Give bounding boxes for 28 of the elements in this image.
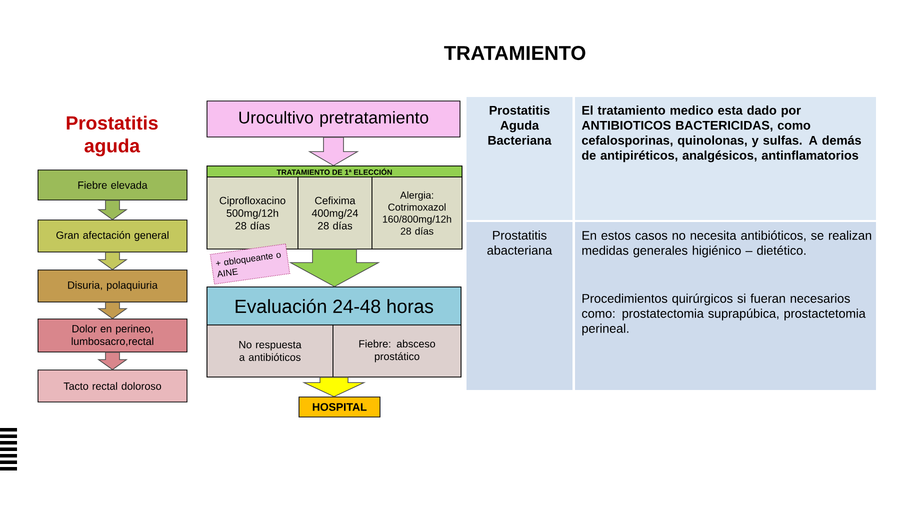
treatment-cell: Cefixima 400mg/24 28 días: [298, 176, 372, 250]
label: En estos casos no necesita antibióticos, se realizan medidas generales higiénico – dietético.: [582, 230, 872, 258]
block-arrow: [288, 249, 380, 288]
block-arrow: [308, 137, 359, 166]
outcome-cell: No respuesta a antibióticos: [206, 324, 334, 378]
symptom-box: Disuria, polaquiuria: [38, 270, 188, 302]
label: Procedimientos quirúrgicos si fueran necesarios como: prostatectomia suprapúbica, prostactetomia perineal.: [582, 294, 866, 336]
block-arrow: [97, 252, 128, 270]
process-box: Urocultivo pretratamiento: [206, 100, 460, 138]
block-arrow: [97, 352, 128, 370]
table-cell: En estos casos no necesita antibióticos, se realizan medidas generales higiénico – dietético. Procedimientos quirúrgicos si fueran necesarios como: prostatectomia suprapúbica, prostactetomia perineal.: [575, 222, 876, 390]
symptom-box: Dolor en perineo, lumbosacro,rectal: [38, 318, 188, 352]
treatment-cell: Alergia: Cotrimoxazol 160/800mg/12h 28 días: [372, 176, 462, 250]
hospital-box: HOSPITAL: [298, 396, 380, 418]
heading: Prostatitis aguda: [66, 116, 158, 156]
title: TRATAMIENTO: [444, 46, 586, 60]
symptom-box: Gran afectación general: [38, 220, 188, 252]
block-arrow: [302, 377, 366, 398]
block-arrow: [97, 200, 128, 220]
symptom-box: Tacto rectal doloroso: [38, 370, 188, 402]
symptom-box: Fiebre elevada: [38, 170, 188, 200]
table-cell: El tratamiento medico esta dado por ANTIBIOTICOS BACTERICIDAS, como cefalosporinas, quinolonas, y sulfas. A demás de antipiréticos, analgésicos, antinflamatorios: [575, 97, 876, 220]
treatment-cell: Ciprofloxacino 500mg/12h 28 días: [206, 176, 298, 250]
table-cell: Prostatitis abacteriana: [466, 222, 572, 390]
block-arrow: [97, 302, 128, 320]
outcome-cell: Fiebre: absceso prostático: [332, 324, 462, 378]
note-box: + αbloqueante o AINE: [210, 243, 290, 285]
table-cell: Prostatitis Aguda Bacteriana: [466, 97, 572, 220]
